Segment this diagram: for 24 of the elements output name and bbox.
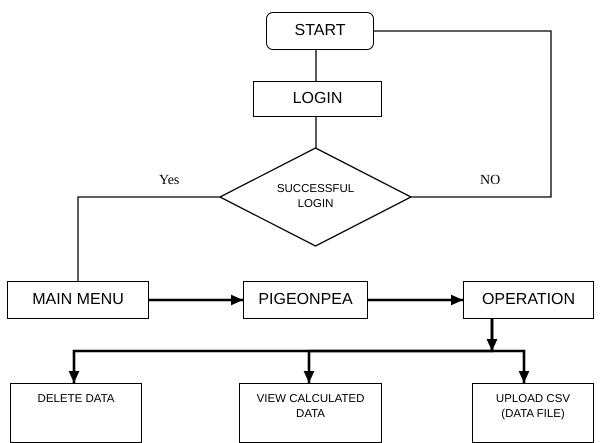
connector-line [315, 117, 317, 148]
node-label: PIGEONPEA [258, 290, 353, 310]
labeled-connector [374, 30, 552, 198]
process-box [239, 383, 382, 443]
process-box [7, 281, 149, 319]
process-box [253, 81, 382, 117]
process-box [472, 383, 594, 443]
connector-line [315, 50, 317, 81]
node-label: LOGIN [292, 88, 342, 109]
node-label: MAIN MENU [32, 290, 124, 310]
node-label: DELETE DATA [38, 392, 114, 407]
labeled-connector [77, 196, 220, 281]
node-label: VIEW CALCULATED DATA [256, 392, 366, 422]
process-box [463, 281, 594, 319]
node-label: START [294, 20, 346, 41]
arrow [368, 294, 463, 306]
arrow [149, 294, 243, 306]
process-box [10, 383, 142, 443]
start-terminal [266, 12, 374, 50]
process-box [243, 281, 368, 319]
arrow [490, 319, 530, 383]
node-label: SUCCESSFUL LOGIN [276, 182, 356, 212]
node-label: UPLOAD CSV (DATA FILE) [494, 392, 572, 422]
node-label: OPERATION [482, 290, 576, 310]
